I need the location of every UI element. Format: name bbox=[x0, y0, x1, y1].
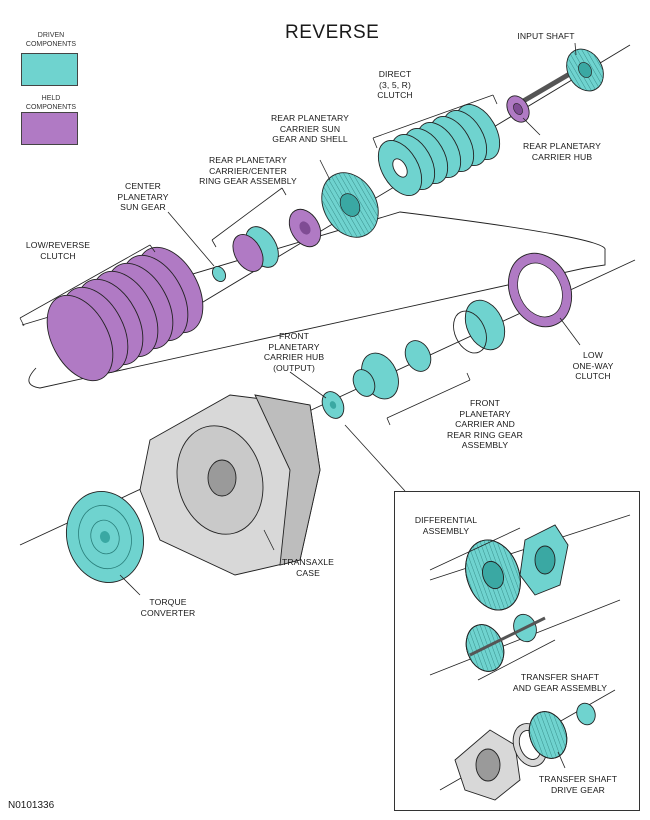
label-torque-converter: TORQUE CONVERTER bbox=[140, 597, 196, 618]
label-transaxle-case: TRANSAXLE CASE bbox=[281, 557, 334, 578]
label-transfer-drive-gear: TRANSFER SHAFT DRIVE GEAR bbox=[538, 774, 618, 795]
label-input-shaft: INPUT SHAFT bbox=[517, 31, 575, 41]
label-low-oneway-clutch: LOW ONE-WAY CLUTCH bbox=[572, 350, 614, 381]
differential-assembly bbox=[465, 524, 569, 611]
label-front-carrier-hub: FRONT PLANETARY CARRIER HUB (OUTPUT) bbox=[263, 331, 325, 373]
label-direct-clutch: DIRECT (3, 5, R) CLUTCH bbox=[377, 69, 413, 100]
transaxle-case bbox=[139, 394, 321, 576]
torque-converter bbox=[65, 491, 145, 583]
inset-parts bbox=[429, 514, 631, 801]
direct-clutch-pack bbox=[377, 104, 501, 196]
legend-driven-swatch bbox=[21, 53, 78, 86]
legend-held-swatch bbox=[21, 112, 78, 145]
label-low-reverse-clutch: LOW/REVERSE CLUTCH bbox=[25, 240, 91, 261]
rear-carrier-sun-shell bbox=[321, 172, 379, 238]
center-sun-gear bbox=[211, 266, 227, 282]
differential-bracket bbox=[429, 527, 521, 571]
transfer-shaft-gear-assembly bbox=[465, 613, 546, 672]
figure-code: N0101336 bbox=[8, 800, 55, 811]
low-oneway-clutch bbox=[507, 252, 573, 328]
label-front-carrier-ring: FRONT PLANETARY CARRIER AND REAR RING GE… bbox=[447, 398, 523, 450]
label-rear-carrier-ring: REAR PLANETARY CARRIER/CENTER RING GEAR … bbox=[199, 155, 297, 186]
input-shaft bbox=[518, 48, 604, 106]
front-carrier-ring-assembly bbox=[352, 299, 506, 400]
clutch-group-outline bbox=[21, 211, 606, 389]
label-rear-carrier-sun: REAR PLANETARY CARRIER SUN GEAR AND SHEL… bbox=[271, 113, 349, 144]
transfer-bracket bbox=[477, 639, 556, 681]
label-center-sun: CENTER PLANETARY SUN GEAR bbox=[117, 181, 169, 212]
rear-carrier-ring-assembly bbox=[232, 208, 322, 272]
differential-transfer-inset bbox=[394, 491, 640, 811]
drive-gear-leader bbox=[557, 751, 566, 769]
transfer-shaft-drive-gear bbox=[454, 702, 596, 801]
legend-held-label: HELD COMPONENTS bbox=[25, 95, 77, 111]
leader-lines bbox=[19, 42, 581, 596]
low-reverse-clutch-pack bbox=[46, 246, 204, 382]
label-transfer-shaft-gear: TRANSFER SHAFT AND GEAR ASSEMBLY bbox=[512, 672, 608, 693]
legend-driven-label: DRIVEN COMPONENTS bbox=[25, 32, 77, 48]
front-carrier-hub bbox=[321, 391, 345, 419]
rear-carrier-hub bbox=[506, 95, 530, 123]
diagram-title: REVERSE bbox=[285, 22, 380, 43]
label-rear-carrier-hub: REAR PLANETARY CARRIER HUB bbox=[523, 141, 601, 162]
label-differential: DIFFERENTIAL ASSEMBLY bbox=[414, 515, 478, 536]
